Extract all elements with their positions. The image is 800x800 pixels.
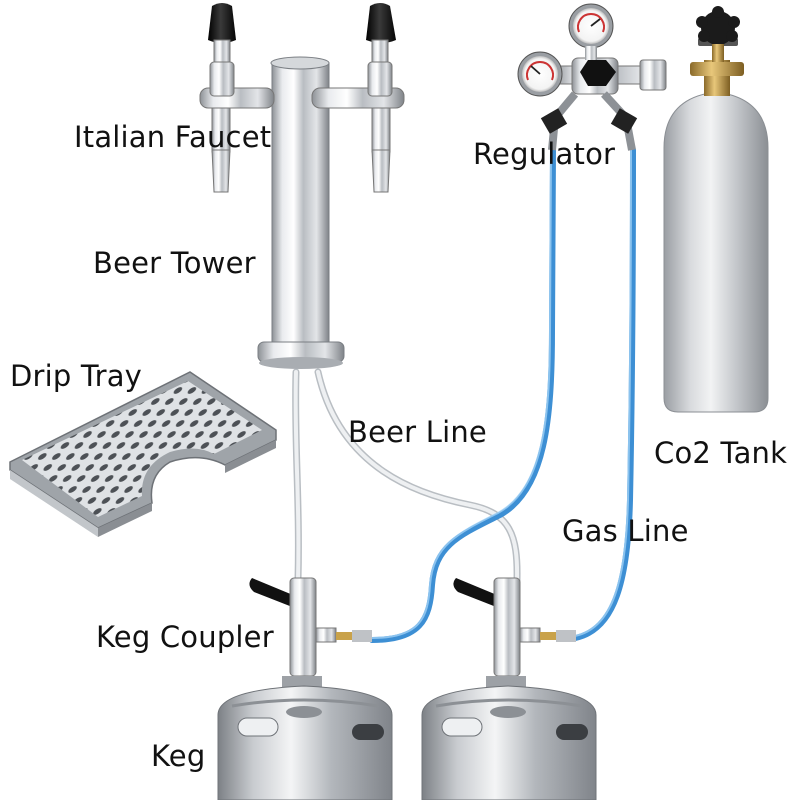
keg-coupler-left: [249, 577, 372, 690]
regulator-gauge-right: [568, 3, 614, 60]
label-co2-tank: Co2 Tank: [654, 436, 788, 470]
label-drip-tray: Drip Tray: [10, 359, 143, 393]
label-regulator: Regulator: [473, 137, 616, 171]
label-keg-coupler: Keg Coupler: [96, 620, 274, 654]
faucet-left: [199, 3, 275, 193]
label-gas-line: Gas Line: [562, 514, 689, 548]
faucet-right: [311, 3, 405, 193]
co2-tank: [663, 6, 769, 413]
regulator-gauge-left: [517, 51, 563, 97]
gas-lines: [369, 147, 636, 643]
label-beer-line: Beer Line: [348, 415, 487, 449]
regulator: [540, 57, 667, 151]
drip-tray: [9, 371, 277, 537]
keg-coupler-right: [453, 577, 576, 690]
keg-right: [421, 685, 597, 800]
label-keg: Keg: [151, 739, 206, 773]
keg-left: [217, 685, 393, 800]
label-italian-faucet: Italian Faucet: [74, 120, 272, 154]
label-beer-tower: Beer Tower: [93, 246, 256, 280]
beer-tower: [257, 56, 345, 369]
